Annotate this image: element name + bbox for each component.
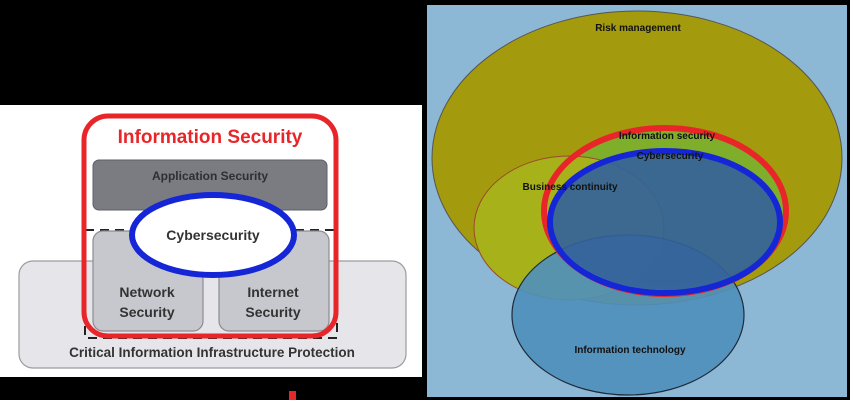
left-black-bottom xyxy=(0,377,422,400)
red-mark xyxy=(289,391,296,400)
information-security-title: Information Security xyxy=(118,127,303,148)
application-security-label: Application Security xyxy=(152,169,268,183)
network-security-label-line1: Network xyxy=(119,284,174,300)
cybersecurity-ring xyxy=(547,148,783,296)
network-security-label-line2: Security xyxy=(119,304,174,320)
cybersecurity-label-left: Cybersecurity xyxy=(166,227,260,243)
left-diagram: Application Security Network Security In… xyxy=(0,0,422,400)
internet-security-label-line1: Internet xyxy=(247,284,299,300)
cybersecurity-ellipse-right xyxy=(552,150,780,290)
information-security-label-right: Information security xyxy=(619,131,716,142)
information-security-frame xyxy=(81,113,339,339)
information-technology-label: Information technology xyxy=(574,345,686,356)
cybersecurity-label-right: Cybersecurity xyxy=(637,151,704,162)
cybersecurity-ellipse-left xyxy=(129,192,297,278)
internet-security-label-line2: Security xyxy=(245,304,300,320)
ciip-label: Critical Information Infrastructure Prot… xyxy=(69,345,355,360)
left-black-top xyxy=(0,0,422,105)
right-diagram: Risk management Information security Cyb… xyxy=(425,3,849,399)
business-continuity-label: Business continuity xyxy=(522,182,617,193)
risk-management-label: Risk management xyxy=(595,23,681,34)
